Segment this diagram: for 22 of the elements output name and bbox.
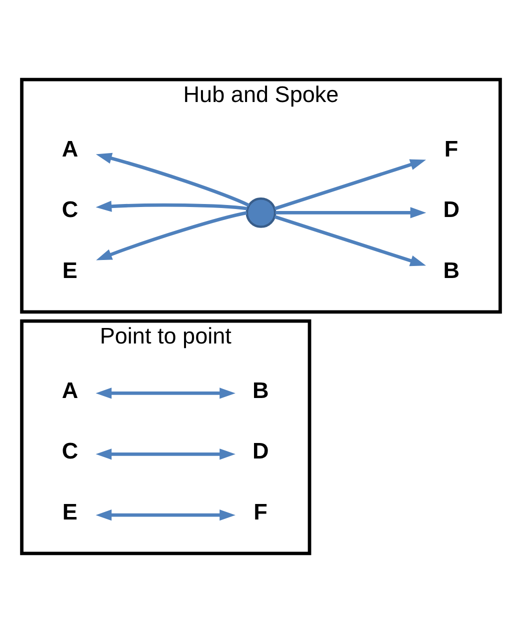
arrow [96, 387, 236, 398]
node-text: A [62, 377, 78, 402]
node-text: C [62, 196, 78, 222]
node-text: A [62, 136, 78, 161]
arrow [275, 206, 426, 218]
node-text: F [254, 499, 268, 524]
node-circle [246, 196, 276, 228]
node-text: E [62, 499, 78, 524]
node-text: E [62, 258, 78, 283]
node-text: D [443, 196, 460, 222]
node-text: C [62, 438, 78, 464]
arrow [96, 448, 236, 460]
node-text: D [252, 438, 269, 464]
arrow [96, 152, 250, 206]
arrow [96, 200, 248, 212]
node-text: F [444, 136, 458, 161]
arrow [274, 158, 426, 210]
arrow [96, 210, 248, 260]
arrow [96, 509, 236, 520]
node-text: B [443, 258, 460, 283]
node-text: B [252, 377, 269, 402]
arrow [274, 214, 426, 266]
